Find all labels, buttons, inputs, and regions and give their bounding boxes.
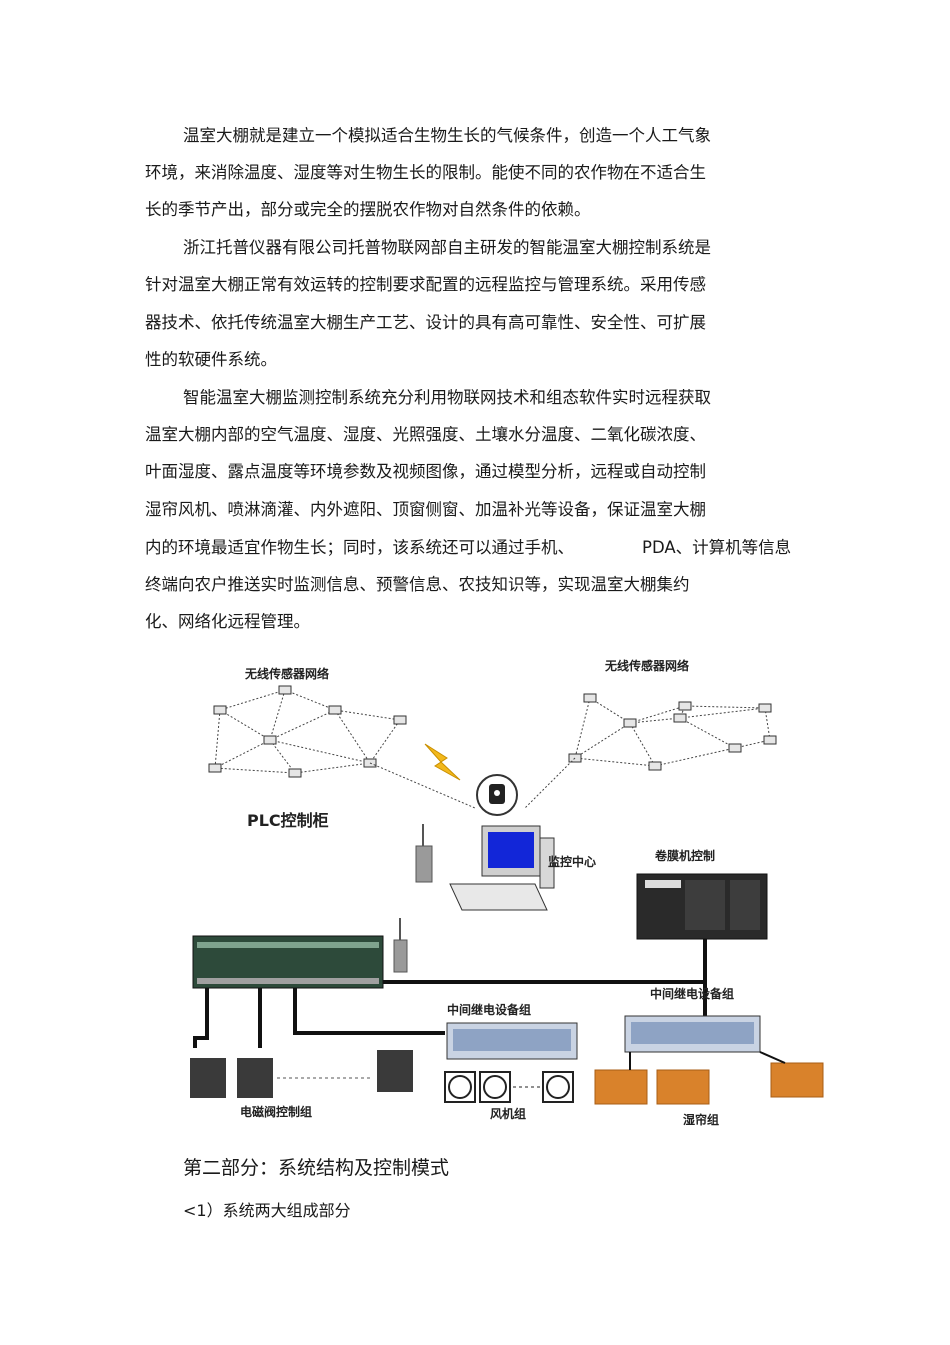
plc-label: PLC控制柜 <box>247 811 329 830</box>
winder-controller-icon <box>636 873 768 993</box>
curtain-label: 湿帘组 <box>683 1112 719 1127</box>
plc-cabinet-icon <box>192 918 408 989</box>
p3-line3: 叶面湿度、露点温度等环境参数及视频图像，通过模型分析，远程或自动控制 <box>145 462 706 481</box>
wet-curtain-group-icon <box>594 1051 824 1105</box>
p3-line6: 终端向农户推送实时监测信息、预警信息、农技知识等，实现温室大棚集约 <box>145 575 690 594</box>
link-right <box>524 757 576 809</box>
p1-line1: 温室大棚就是建立一个模拟适合生物生长的气候条件，创造一个人工气象 <box>183 126 711 145</box>
valve-label: 电磁阀控制组 <box>240 1104 312 1119</box>
subsection-title: <1）系统两大组成部分 <box>183 1201 351 1220</box>
valve-group-icon <box>190 1050 413 1098</box>
section-title: 第二部分：系统结构及控制模式 <box>183 1157 450 1179</box>
wireless-antenna-icon <box>476 774 518 816</box>
wsn-left-mesh <box>208 685 407 778</box>
p1-line3: 长的季节产出，部分或完全的摆脱农作物对自然条件的依赖。 <box>145 200 591 219</box>
p3-line5-tail: PDA、计算机等信息 <box>642 538 792 557</box>
fan-group-icon <box>444 1071 574 1103</box>
p2-line2: 针对温室大棚正常有效运转的控制要求配置的远程监控与管理系统。采用传感 <box>145 275 706 294</box>
p2-line4: 性的软硬件系统。 <box>145 350 277 369</box>
wsn-left-label: 无线传感器网络 <box>244 666 329 681</box>
computer-icon <box>449 825 555 911</box>
router-icon <box>415 824 433 883</box>
p3-line2: 温室大棚内部的空气温度、湿度、光照强度、土壤水分温度、二氧化碳浓度、 <box>145 425 706 444</box>
system-diagram: 无线传感器网络 无线传感器网络 PLC控制柜 <box>190 658 824 1127</box>
relay-right-icon <box>624 1015 761 1053</box>
p2-line3: 器技术、依托传统温室大棚生产工艺、设计的具有高可靠性、安全性、可扩展 <box>145 313 706 332</box>
relay-left-icon <box>446 1022 578 1060</box>
winder-label: 卷膜机控制 <box>654 848 715 863</box>
wsn-right-label: 无线传感器网络 <box>604 658 689 673</box>
monitor-label: 监控中心 <box>548 854 596 869</box>
link-left <box>369 762 476 809</box>
p1-line2: 环境，来消除温度、湿度等对生物生长的限制。能使不同的农作物在不适合生 <box>145 163 706 182</box>
wiring <box>193 980 707 1048</box>
wsn-right-mesh <box>568 693 777 771</box>
p2-line1: 浙江托普仪器有限公司托普物联网部自主研发的智能温室大棚控制系统是 <box>183 238 711 257</box>
p3-line4: 湿帘风机、喷淋滴灌、内外遮阳、顶窗侧窗、加温补光等设备，保证温室大棚 <box>145 500 706 519</box>
relay-right-label: 中间继电设备组 <box>650 986 734 1001</box>
p3-line7: 化、网络化远程管理。 <box>145 612 310 631</box>
relay-left-label: 中间继电设备组 <box>447 1002 531 1017</box>
lightning-icon <box>424 743 461 781</box>
p3-line1: 智能温室大棚监测控制系统充分利用物联网技术和组态软件实时远程获取 <box>183 388 711 407</box>
fan-label: 风机组 <box>490 1106 526 1121</box>
p3-line5: 内的环境最适宜作物生长；同时，该系统还可以通过手机、 <box>145 538 574 557</box>
